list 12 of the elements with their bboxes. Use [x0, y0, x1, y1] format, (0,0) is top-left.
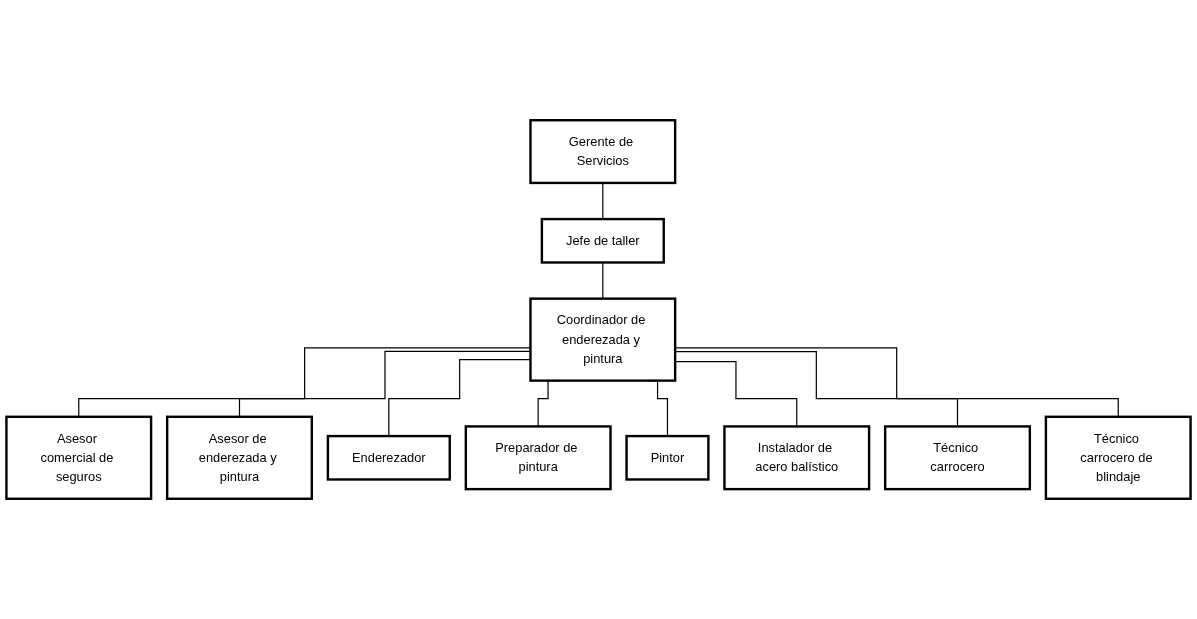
node-box: Asesor comercial de seguros — [5, 415, 153, 500]
node-box: Técnico carrocero — [883, 425, 1032, 491]
node-box: Asesor de enderezada y pintura — [165, 415, 314, 500]
node-box: Preparador de pintura — [464, 425, 612, 491]
node-box: Enderezador — [326, 434, 451, 481]
node-box: Jefe de taller — [540, 217, 665, 264]
node-box: Instalador de acero balístico — [723, 425, 871, 491]
node-box: Coordinador de enderezada y pintura — [529, 297, 677, 382]
node-box: Pintor — [625, 434, 710, 481]
connector — [602, 182, 604, 220]
node-box: Gerente de Servicios — [529, 119, 677, 185]
node-box: Técnico carrocero de blindaje — [1044, 415, 1192, 500]
